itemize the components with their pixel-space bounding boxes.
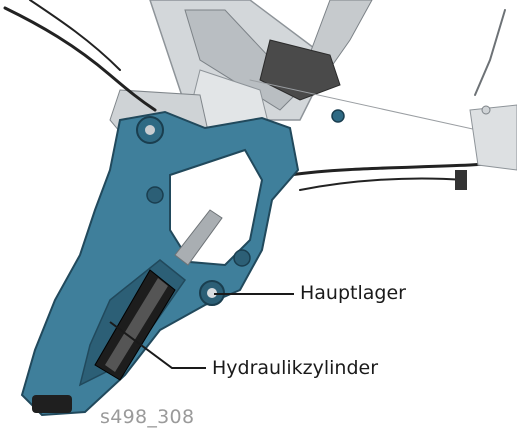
main-bearing-label: Hauptlager <box>300 284 406 303</box>
hydraulic-cylinder-label: Hydraulikzylinder <box>212 359 378 378</box>
right-connector <box>455 105 517 190</box>
figure-id: s498_308 <box>100 408 194 427</box>
